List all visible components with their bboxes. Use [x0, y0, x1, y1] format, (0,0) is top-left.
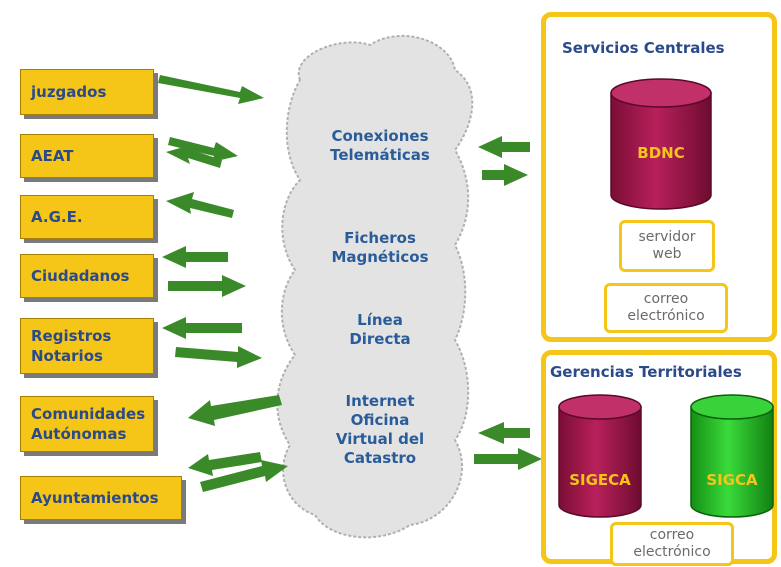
arrow-juzgados-in [158, 75, 264, 104]
database-sigca-label: SIGCA [706, 471, 758, 489]
entity-label: Registros Notarios [31, 327, 112, 365]
entity-label: A.G.E. [31, 208, 83, 226]
entity-label: juzgados [31, 83, 107, 101]
entity-comunidades-autonomas: Comunidades Autónomas [20, 396, 154, 452]
panel-title: Gerencias Territoriales [550, 363, 742, 381]
arrow-servicios-out [478, 136, 530, 158]
arrow-age-out [166, 192, 234, 218]
arrow-registros-in [175, 346, 262, 368]
correo-electronico-box: correo electrónico [604, 283, 728, 333]
entity-aeat: AEAT [20, 134, 154, 178]
arrow-aeat-in [168, 137, 238, 162]
arrow-ciudadanos-in [168, 275, 246, 297]
entity-ayuntamientos: Ayuntamientos [20, 476, 182, 520]
cloud-item-conexiones: Conexiones Telemáticas [330, 127, 430, 164]
entity-label: Comunidades Autónomas [31, 405, 146, 443]
cloud-item-internet: Internet Oficina Virtual del Catastro [335, 392, 425, 467]
arrow-comunidades-out [188, 395, 282, 426]
entity-label: Ayuntamientos [31, 489, 159, 507]
panel-servicios-centrales: Servicios Centrales BDNC servidor web co… [541, 12, 777, 342]
entity-label: Ciudadanos [31, 267, 130, 285]
connection-arrows [158, 75, 542, 492]
entity-label: AEAT [31, 147, 74, 165]
cloud-item-linea: Línea Directa [349, 311, 411, 348]
arrow-registros-out [162, 317, 242, 339]
servidor-web-box: servidor web [619, 220, 715, 272]
arrow-aeat-out [166, 144, 222, 168]
correo-electronico-box: correo electrónico [610, 522, 734, 566]
panel-title: Servicios Centrales [562, 39, 725, 57]
cloud-item-ficheros: Ficheros Magnéticos [331, 229, 429, 266]
arrow-gerencias-out [478, 422, 530, 444]
entity-age: A.G.E. [20, 195, 154, 239]
database-sigeca-icon [558, 394, 642, 518]
entity-registros-notarios: Registros Notarios [20, 318, 154, 374]
network-cloud [276, 35, 474, 539]
arrow-ayuntamientos-in [200, 460, 288, 492]
arrow-gerencias-in [474, 448, 542, 470]
arrow-ciudadanos-out [162, 246, 228, 268]
database-sigeca-label: SIGECA [569, 471, 631, 489]
database-bdnc-label: BDNC [637, 144, 685, 162]
panel-gerencias-territoriales: Gerencias Territoriales SIGECA SIGCA cor… [541, 350, 777, 566]
arrow-ayuntamientos-out [188, 452, 262, 476]
database-sigca-icon [690, 394, 774, 518]
database-bdnc-icon [610, 78, 712, 210]
entity-ciudadanos: Ciudadanos [20, 254, 154, 298]
entity-juzgados: juzgados [20, 69, 154, 115]
arrow-servicios-in [482, 164, 528, 186]
